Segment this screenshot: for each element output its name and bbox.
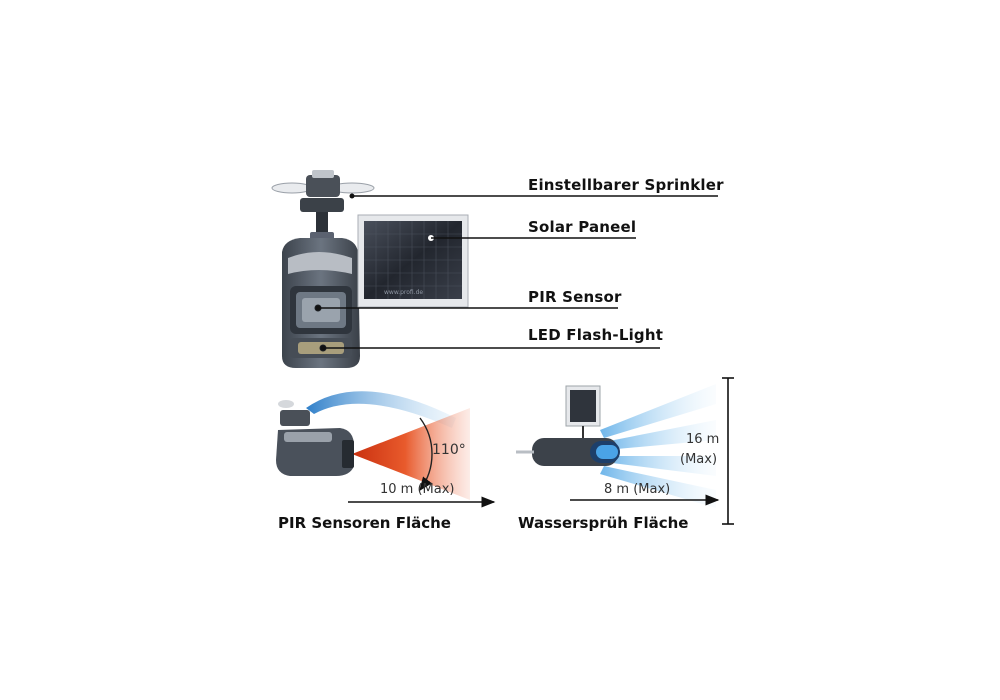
solar-panel: www.profi.de bbox=[357, 214, 469, 308]
leader-lines bbox=[315, 193, 718, 351]
spray-range-label: 8 m (Max) bbox=[604, 482, 671, 497]
pir-area-illustration bbox=[276, 391, 470, 500]
caption-spray-area: Wassersprüh Fläche bbox=[518, 514, 689, 532]
angle-arc bbox=[419, 417, 433, 492]
spray-area-illustration bbox=[516, 384, 716, 508]
spray-height-note: (Max) bbox=[680, 452, 718, 467]
sprinkler-arc bbox=[306, 391, 456, 428]
spray-height-value: 16 m bbox=[686, 432, 720, 447]
spray-height-bar bbox=[722, 377, 734, 525]
pir-angle-label: 110° bbox=[432, 442, 466, 458]
caption-pir-area: PIR Sensoren Fläche bbox=[278, 514, 451, 532]
panel-watermark: www.profi.de bbox=[384, 289, 423, 296]
label-pir-sensor: PIR Sensor bbox=[528, 288, 622, 306]
label-led-flash-light: LED Flash-Light bbox=[528, 326, 664, 344]
label-solar-panel: Solar Paneel bbox=[528, 218, 637, 236]
pir-beam bbox=[352, 408, 470, 500]
label-adjustable-sprinkler: Einstellbarer Sprinkler bbox=[528, 176, 724, 194]
pir-range-label: 10 m (Max) bbox=[380, 482, 455, 497]
